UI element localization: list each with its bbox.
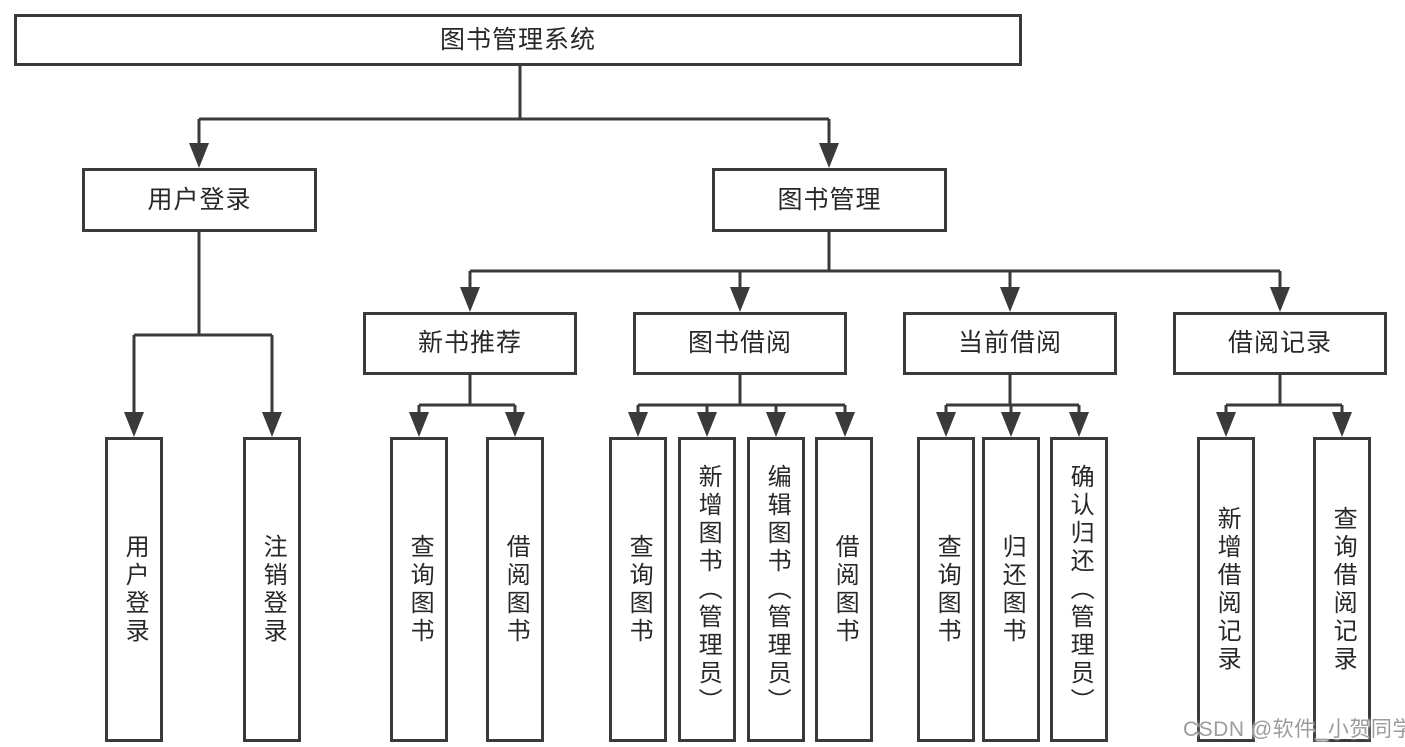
node-borrowing-records: 借阅记录 [1173, 312, 1387, 375]
node-book-borrowing: 图书借阅 [633, 312, 847, 375]
leaf-query-books: 查询图书 [390, 437, 448, 742]
node-user-login: 用户登录 [82, 168, 317, 232]
leaf-add-borrow-record: 新增借阅记录 [1197, 437, 1255, 742]
leaf-confirm-return-admin: 确认归还（管理员） [1050, 437, 1108, 742]
node-library-system: 图书管理系统 [14, 14, 1022, 66]
leaf-query-borrow-record: 查询借阅记录 [1313, 437, 1371, 742]
leaf-borrow-books: 借阅图书 [486, 437, 544, 742]
node-book-management: 图书管理 [712, 168, 947, 232]
leaf-query-books-3: 查询图书 [917, 437, 975, 742]
leaf-edit-book-admin: 编辑图书（管理员） [747, 437, 805, 742]
leaf-add-book-admin: 新增图书（管理员） [678, 437, 736, 742]
leaf-query-books-2: 查询图书 [609, 437, 667, 742]
csdn-watermark: CSDN @软件_小贺同学 [1183, 718, 1405, 741]
leaf-return-books: 归还图书 [982, 437, 1040, 742]
node-current-borrowing: 当前借阅 [903, 312, 1117, 375]
node-new-book-recommendation: 新书推荐 [363, 312, 577, 375]
leaf-borrow-books-2: 借阅图书 [815, 437, 873, 742]
leaf-logout: 注销登录 [243, 437, 301, 742]
leaf-user-login: 用户登录 [105, 437, 163, 742]
